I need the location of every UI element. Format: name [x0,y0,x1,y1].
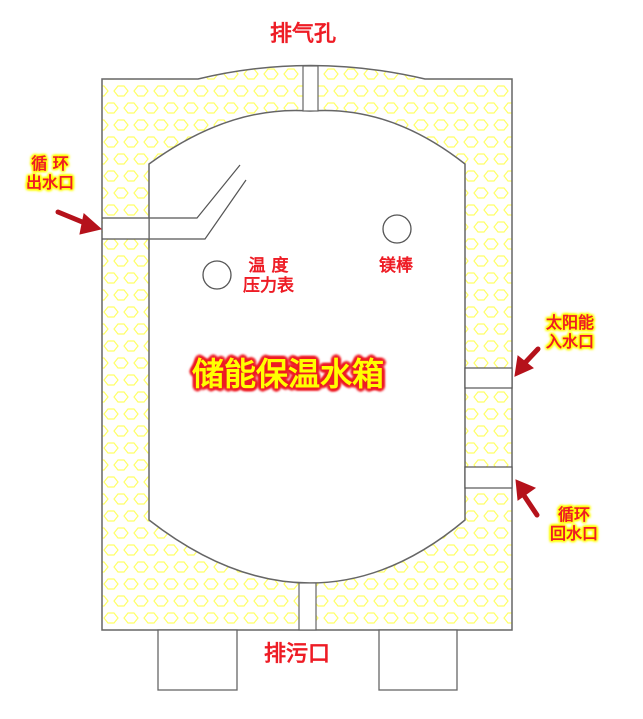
magnesium-rod-label: 镁棒 [379,256,413,276]
solar-inlet-label-line2: 入水口 [546,332,595,352]
temp-gauge-label-line1: 温 度 [248,256,289,276]
arrow-circulation-return-icon [515,479,540,518]
circulation-return-label-line2: 回水口 [550,524,599,544]
circulation-outlet-label-line1: 循 环 [31,154,69,173]
left-support-foot [157,629,238,691]
circulation-return-pipe [464,466,513,489]
magnesium-rod-icon [382,214,412,244]
solar-inlet-pipe [464,367,513,389]
vent-label: 排气孔 [270,22,337,47]
arrow-circulation-outlet-icon [55,209,103,235]
drain-label: 排污口 [264,642,331,667]
solar-inlet-label: 太阳能 入水口 [546,313,594,351]
temperature-pressure-gauge-label: 温 度 压力表 [243,256,294,297]
circulation-return-label-line1: 循环 [558,505,591,524]
right-support-foot [378,629,458,691]
tank-title: 储能保温水箱 [192,355,385,393]
inner-tank [148,109,466,584]
circulation-outlet-label: 循 环 出水口 [26,154,74,192]
arrow-solar-inlet-icon [514,346,541,377]
circulation-outlet-pipe [102,164,247,248]
solar-inlet-label-line1: 太阳能 [546,313,595,332]
circulation-return-label: 循环 回水口 [550,505,598,543]
temp-gauge-label-line2: 压力表 [243,276,294,297]
vent-channel [302,65,319,112]
circulation-outlet-label-line2: 出水口 [26,173,75,193]
temperature-pressure-gauge-icon [202,260,232,290]
drain-channel [298,582,317,631]
